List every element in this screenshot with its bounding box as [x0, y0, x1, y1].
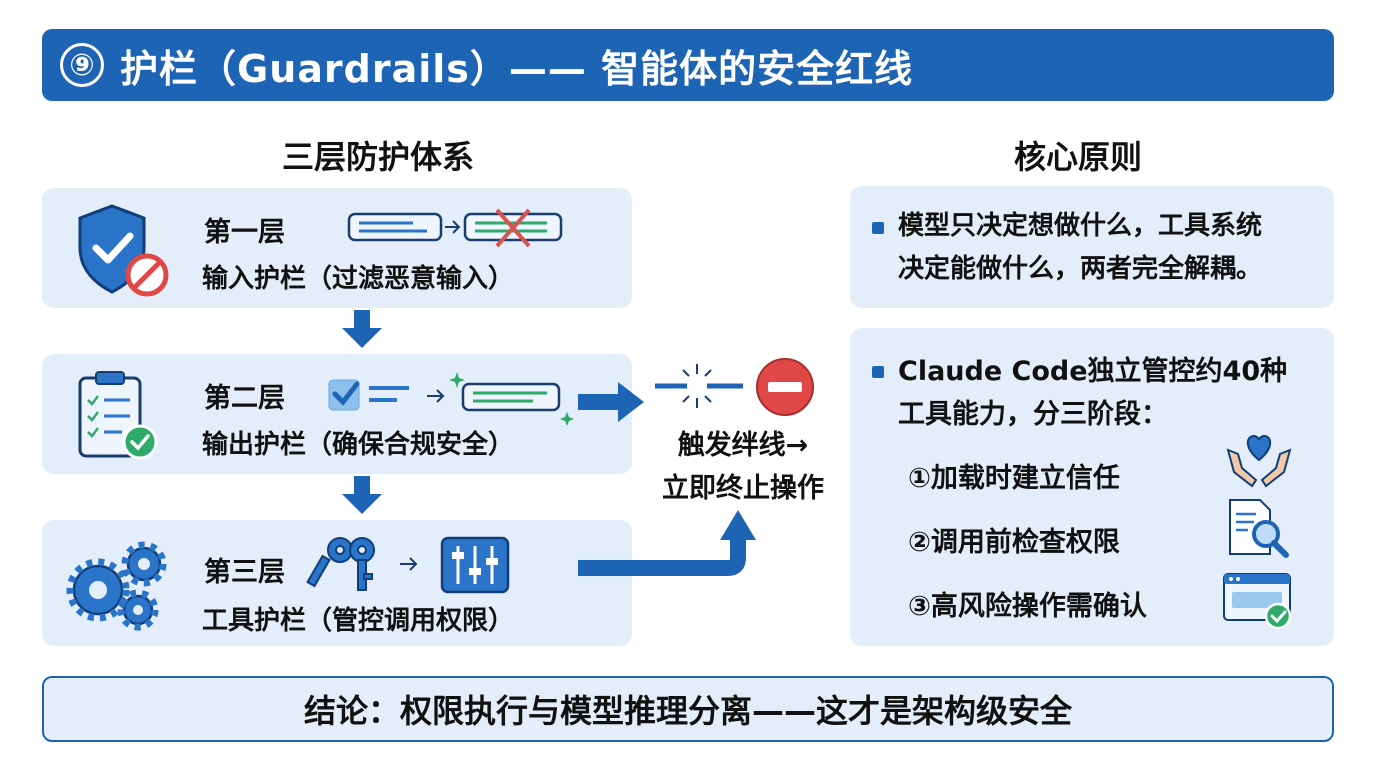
- conclusion-text: 结论：权限执行与模型推理分离——这才是架构级安全: [303, 692, 1072, 730]
- principle-1-line-2: 决定能做什么，两者完全解耦。: [898, 254, 1263, 284]
- gears-icon: [66, 541, 167, 631]
- output-flow-icons: [328, 372, 574, 426]
- tool-flow-icons: [306, 536, 510, 594]
- hands-heart-icon: [1226, 434, 1292, 488]
- principle-panel-2: Claude Code独立管控约40种 工具能力，分三阶段： ①加载时建立信任 …: [850, 328, 1334, 646]
- layer-description: 输出护栏（确保合规安全）: [202, 430, 515, 460]
- layer-description: 输入护栏（过滤恶意输入）: [202, 264, 515, 294]
- keys-icon: [306, 537, 375, 591]
- document-search-icon: [1229, 499, 1289, 558]
- layer-name: 第一层: [204, 217, 285, 248]
- layer-name: 第三层: [204, 557, 285, 588]
- section-number: ⑨: [60, 43, 104, 87]
- tripwire-line-2: 立即终止操作: [662, 473, 824, 504]
- message-icon: [347, 212, 443, 242]
- blocked-icon: [125, 253, 169, 297]
- layer-description: 工具护栏（管控调用权限）: [202, 606, 515, 636]
- layer-card-1: 第一层 输入护栏（过滤恶意输入）: [42, 188, 632, 308]
- tripwire-label: 触发绊线→ 立即终止操作: [648, 424, 838, 510]
- tripwire-line-1: 触发绊线→: [677, 430, 809, 461]
- control-panel-icon: [440, 536, 510, 594]
- clipboard-checklist-icon: [78, 371, 158, 460]
- principle-panel-1: 模型只决定想做什么，工具系统 决定能做什么，两者完全解耦。: [850, 186, 1334, 308]
- bullet-icon: [872, 366, 884, 378]
- bullet-icon: [872, 222, 884, 234]
- checkbox-icon: [328, 379, 360, 411]
- layer-card-2: 第二层 输出护栏（确保合规安全）: [42, 354, 632, 474]
- output-message-icon: [461, 382, 561, 412]
- principle-2-line-2: 工具能力，分三阶段：: [898, 399, 1168, 430]
- filtered-message-icon: [463, 208, 563, 248]
- conclusion-banner: 结论：权限执行与模型推理分离——这才是架构级安全: [42, 676, 1334, 742]
- title-bar: ⑨ 护栏（Guardrails）—— 智能体的安全红线: [42, 29, 1334, 101]
- message-flow-icons: [347, 208, 563, 248]
- layer-card-3: 第三层 工具护栏（管控调用权限）: [42, 520, 632, 646]
- page-title: 护栏（Guardrails）—— 智能体的安全红线: [120, 46, 914, 91]
- broken-wire-icon: [655, 364, 743, 408]
- stage-3: ③高风险操作需确认: [908, 591, 1147, 622]
- principle-2-line-1: Claude Code独立管控约40种: [898, 356, 1288, 387]
- right-section-heading: 核心原则: [1014, 138, 1143, 176]
- principle-1-line-1: 模型只决定想做什么，工具系统: [898, 211, 1263, 241]
- down-arrow-icon: [342, 310, 382, 348]
- right-arrow-icon: [578, 382, 644, 422]
- layer-name: 第二层: [204, 383, 285, 414]
- stop-icon: [756, 358, 814, 416]
- left-section-heading: 三层防护体系: [282, 138, 475, 176]
- stage-2: ②调用前检查权限: [908, 527, 1120, 558]
- stage-1: ①加载时建立信任: [908, 463, 1120, 494]
- down-arrow-icon: [342, 476, 382, 514]
- window-check-icon: [1223, 573, 1292, 630]
- up-right-arrow-icon: [578, 510, 756, 576]
